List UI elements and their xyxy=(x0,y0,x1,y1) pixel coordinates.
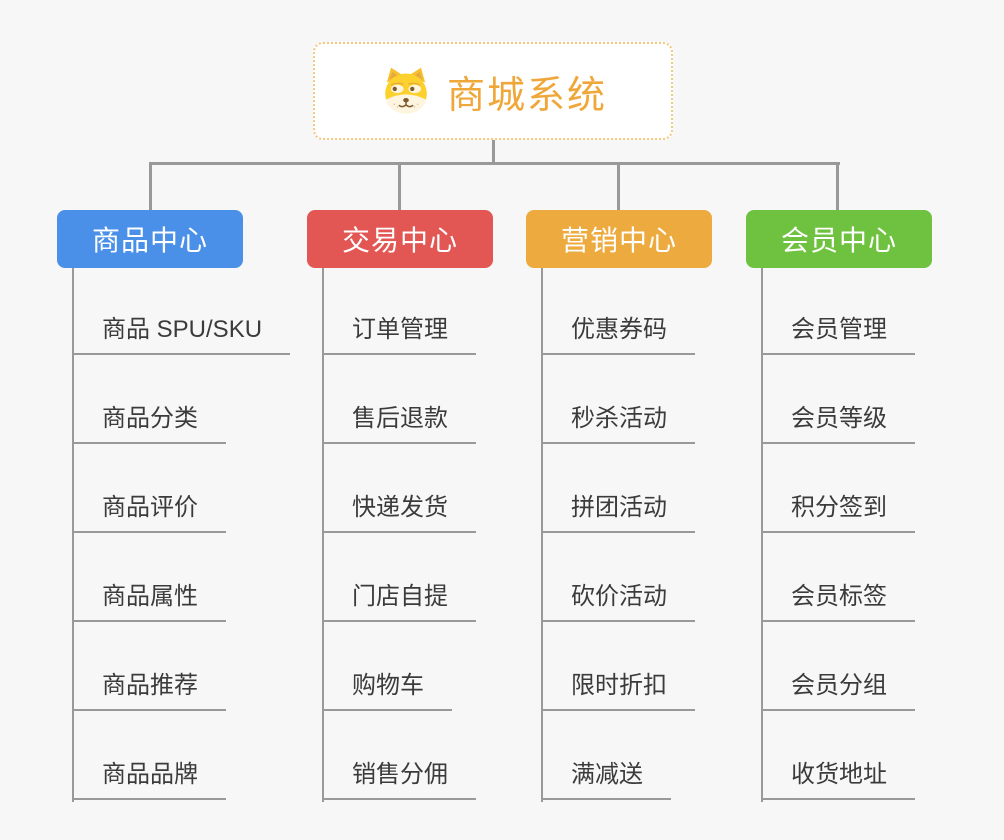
branch-node-product-center[interactable]: 商品中心 xyxy=(57,210,243,268)
branch-node-trade-center[interactable]: 交易中心 xyxy=(307,210,493,268)
leaf-node-express-delivery[interactable]: 快递发货 xyxy=(322,490,476,533)
leaf-node-member-level[interactable]: 会员等级 xyxy=(761,401,915,444)
connector-stub-trade xyxy=(398,164,401,211)
leaf-node-coupon-code[interactable]: 优惠券码 xyxy=(541,312,695,355)
connector-stub-products xyxy=(149,164,152,211)
leaf-node-member-management[interactable]: 会员管理 xyxy=(761,312,915,355)
branch-node-member-center[interactable]: 会员中心 xyxy=(746,210,932,268)
leaf-node-sales-commission[interactable]: 销售分佣 xyxy=(322,757,476,800)
branch-node-marketing-center[interactable]: 营销中心 xyxy=(526,210,712,268)
leaf-node-group-buy[interactable]: 拼团活动 xyxy=(541,490,695,533)
leaf-node-product-spu-sku[interactable]: 商品 SPU/SKU xyxy=(72,312,291,355)
leaf-node-product-recommend[interactable]: 商品推荐 xyxy=(72,668,226,711)
connector-spine-marketing xyxy=(541,268,543,802)
leaf-node-store-pickup[interactable]: 门店自提 xyxy=(322,579,476,622)
connector-stub-marketing xyxy=(617,164,620,211)
leaf-node-order-management[interactable]: 订单管理 xyxy=(322,312,476,355)
leaf-node-shopping-cart[interactable]: 购物车 xyxy=(322,668,452,711)
leaf-node-shipping-address[interactable]: 收货地址 xyxy=(761,757,915,800)
leaf-node-full-reduction[interactable]: 满减送 xyxy=(541,757,671,800)
dog-face-icon xyxy=(385,67,427,114)
connector-spine-members xyxy=(761,268,763,802)
leaf-node-product-category[interactable]: 商品分类 xyxy=(72,401,226,444)
root-node-mall-system[interactable]: 商城系统 xyxy=(313,42,673,140)
connector-trunk xyxy=(149,162,840,165)
leaf-node-product-brand[interactable]: 商品品牌 xyxy=(72,757,226,800)
connector-spine-trade xyxy=(322,268,324,802)
leaf-node-member-tag[interactable]: 会员标签 xyxy=(761,579,915,622)
root-node-title: 商城系统 xyxy=(446,74,607,117)
leaf-node-limited-time-discount[interactable]: 限时折扣 xyxy=(541,668,695,711)
leaf-node-product-review[interactable]: 商品评价 xyxy=(72,490,226,533)
leaf-node-bargain-activity[interactable]: 砍价活动 xyxy=(541,579,695,622)
connector-spine-products xyxy=(72,268,74,802)
leaf-node-points-checkin[interactable]: 积分签到 xyxy=(761,490,915,533)
leaf-node-flash-sale[interactable]: 秒杀活动 xyxy=(541,401,695,444)
connector-stub-members xyxy=(836,164,839,211)
leaf-node-aftersale-refund[interactable]: 售后退款 xyxy=(322,401,476,444)
leaf-node-product-attribute[interactable]: 商品属性 xyxy=(72,579,226,622)
connector-root-drop xyxy=(492,140,495,164)
leaf-node-member-group[interactable]: 会员分组 xyxy=(761,668,915,711)
